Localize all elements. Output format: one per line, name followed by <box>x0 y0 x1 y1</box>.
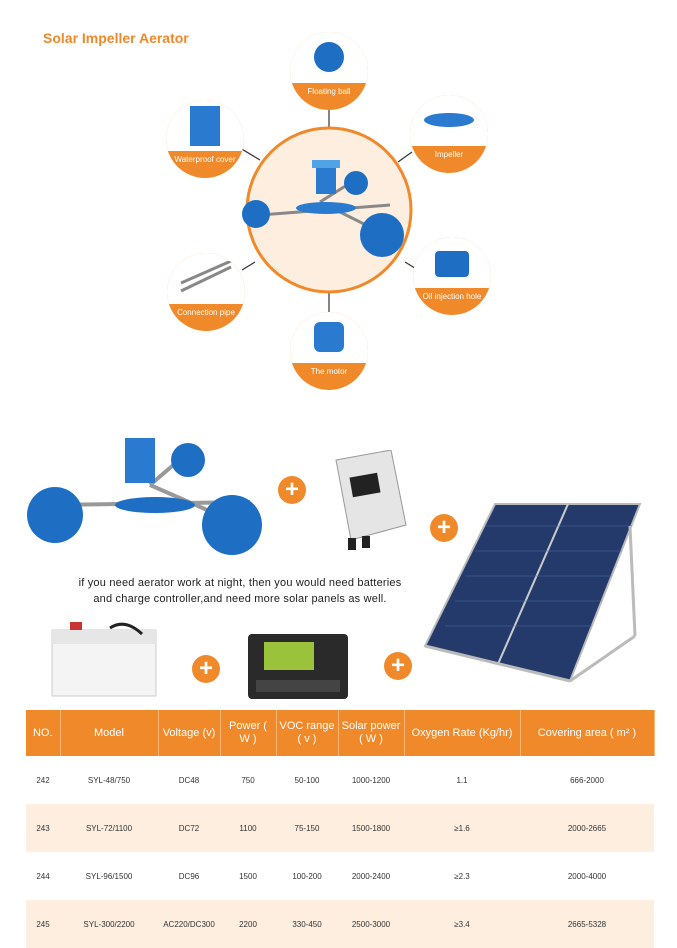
component-label: Floating ball <box>307 87 351 96</box>
cell-voltage: AC220/DC300 <box>158 900 220 948</box>
cell-voltage: DC72 <box>158 804 220 852</box>
cell-covering-area: 2000-4000 <box>567 871 607 881</box>
cell-voc-range: 330-450 <box>276 900 338 948</box>
column-header: Power ( W ) <box>220 710 277 756</box>
cell-voc-range: 75-150 <box>276 804 338 852</box>
table-row: 245 SYL-300/2200 AC220/DC300 2200 330-45… <box>26 900 654 948</box>
plus-icon: + <box>192 655 220 683</box>
cell-model: SYL-48/750 <box>87 775 131 785</box>
plus-icon: + <box>430 514 458 542</box>
cell-oxygen-rate: ≥2.3 <box>454 871 470 881</box>
oil-injection-image <box>435 251 469 277</box>
cell-oxygen-rate: ≥1.6 <box>404 804 520 852</box>
cell-no: 243 <box>26 804 60 852</box>
cell-voltage: DC48 <box>178 775 200 785</box>
column-header: VOC range ( v ) <box>276 710 339 756</box>
aerator-product-image <box>27 438 262 555</box>
cell-covering-area: 666-2000 <box>570 775 604 785</box>
table-header-row: NO. Model Voltage (v) Power ( W ) VOC ra… <box>26 710 655 756</box>
column-header: Oxygen Rate (Kg/hr) <box>404 710 521 756</box>
component-label: The motor <box>310 367 348 376</box>
aerator-illustration <box>242 160 404 257</box>
aerator-diagram <box>239 102 419 320</box>
column-header: Covering area ( m² ) <box>520 710 655 756</box>
plus-icon: + <box>384 652 412 680</box>
cell-solar-power: 2500-3000 <box>338 900 404 948</box>
column-header: Voltage (v) <box>158 710 221 756</box>
column-header: Solar power ( W ) <box>338 710 405 756</box>
cell-model: SYL-96/1500 <box>85 871 133 881</box>
motor-image <box>314 322 344 352</box>
waterproof-cover-image <box>190 106 220 146</box>
cell-model: SYL-300/2200 <box>60 900 158 948</box>
cell-oxygen-rate: ≥3.4 <box>404 900 520 948</box>
cell-voc-range: 100-200 <box>292 871 322 881</box>
component-label: Impeller <box>434 150 464 159</box>
solar-panel-image <box>423 503 642 683</box>
floating-ball-image <box>314 42 344 72</box>
cell-solar-power: 2000-2400 <box>351 871 391 881</box>
cell-solar-power: 1500-1800 <box>338 804 404 852</box>
plus-icon: + <box>278 476 306 504</box>
cell-model: SYL-72/1100 <box>60 804 158 852</box>
cell-power: 2200 <box>220 900 276 948</box>
component-label: Connection pipe <box>177 308 235 317</box>
connection-pipe-bubble: Connection pipe <box>167 253 245 331</box>
impeller-image <box>424 113 474 127</box>
charge-controller-image <box>248 634 348 699</box>
night-operation-note: if you need aerator work at night, then … <box>78 577 402 605</box>
oil-injection-hole-bubble: Oil injection hole <box>413 237 491 315</box>
table-row: 242 SYL-48/750 DC48 750 50-100 1000-1200… <box>26 756 654 804</box>
cell-voc-range: 50-100 <box>294 775 320 785</box>
cell-solar-power: 1000-1200 <box>351 775 391 785</box>
spec-table: NO. Model Voltage (v) Power ( W ) VOC ra… <box>26 710 655 948</box>
cell-oxygen-rate: 1.1 <box>456 775 468 785</box>
cell-covering-area: 2000-2665 <box>520 804 654 852</box>
cell-no: 245 <box>26 900 60 948</box>
cell-no: 244 <box>36 871 50 881</box>
column-header: Model <box>60 710 159 756</box>
battery-image <box>51 622 157 697</box>
controller-image <box>335 450 407 550</box>
cell-power: 1100 <box>220 804 276 852</box>
cell-voltage: DC96 <box>178 871 200 881</box>
component-label: Waterproof cover <box>174 155 236 164</box>
table-row: 243 SYL-72/1100 DC72 1100 75-150 1500-18… <box>26 804 654 852</box>
motor-bubble: The motor <box>290 312 368 390</box>
column-header: NO. <box>26 710 61 756</box>
component-label: Oil injection hole <box>422 292 482 301</box>
connection-pipe-image <box>180 261 232 293</box>
cell-no: 242 <box>36 775 50 785</box>
cell-power: 750 <box>241 775 255 785</box>
page-title: Solar Impeller Aerator <box>43 30 189 46</box>
impeller-bubble: Impeller <box>410 95 488 173</box>
cell-power: 1500 <box>239 871 257 881</box>
floating-ball-bubble: Floating ball <box>290 32 368 110</box>
table-row: 244 SYL-96/1500 DC96 1500 100-200 2000-2… <box>26 852 654 900</box>
waterproof-cover-bubble: Waterproof cover <box>166 100 244 178</box>
cell-covering-area: 2665-5328 <box>520 900 654 948</box>
